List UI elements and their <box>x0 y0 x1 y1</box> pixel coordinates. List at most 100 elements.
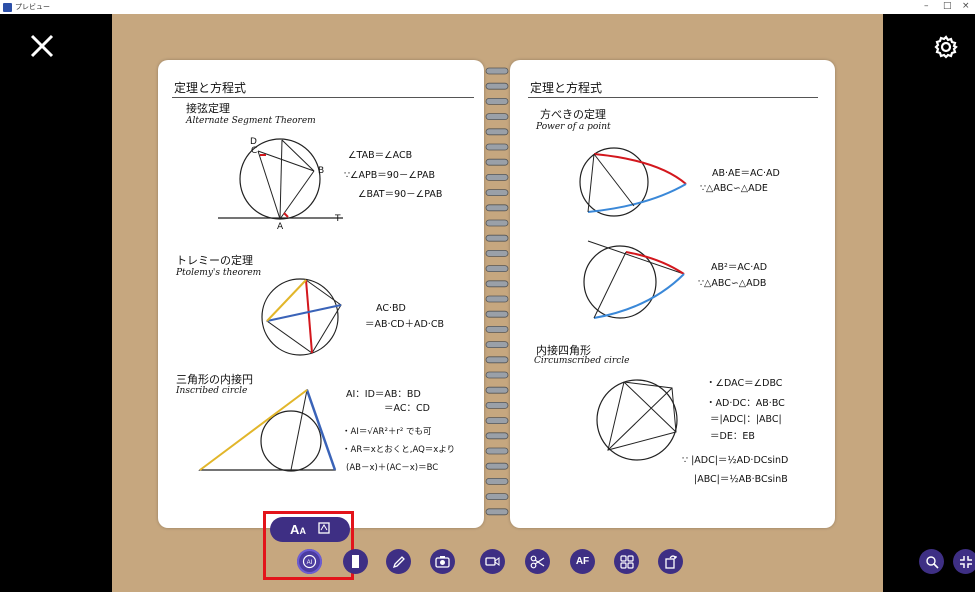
section-title: 三角形の内接円 <box>176 373 253 386</box>
spiral-ring <box>485 447 509 455</box>
spiral-ring <box>485 82 509 90</box>
ocr-tool-button[interactable]: AI <box>297 549 322 574</box>
maximize-button[interactable]: □ <box>943 1 952 11</box>
power-of-point-tangent-diagram <box>583 240 685 319</box>
window-close-button[interactable]: × <box>962 1 970 11</box>
equation: ∠BAT＝90－∠PAB <box>358 189 443 200</box>
equation: ＝AB·CD＋AD·CB <box>365 319 444 330</box>
window-titlebar: プレビュー – □ × <box>0 0 975 14</box>
pen-tool-button[interactable] <box>386 549 411 574</box>
spiral-ring <box>485 189 509 196</box>
section-title: トレミーの定理 <box>176 254 253 267</box>
spiral-ring <box>485 356 509 364</box>
equation: AB·AE＝AC·AD <box>712 168 780 179</box>
right-page-header: 定理と方程式 <box>530 81 603 95</box>
rotate-button[interactable] <box>658 549 683 574</box>
equation: ∵△ABC∽△ADB <box>698 278 767 289</box>
equation: ・AD·DC：AB·BC <box>706 398 785 409</box>
equation: ＝|ADC|：|ABC| <box>710 414 782 425</box>
collapse-icon <box>959 555 972 568</box>
text-image-toggle-button[interactable] <box>318 522 330 537</box>
layout-button[interactable] <box>614 549 639 574</box>
spiral-ring <box>485 371 509 379</box>
spiral-ring <box>485 143 509 151</box>
record-video-button[interactable] <box>480 549 505 574</box>
split-icon <box>352 555 359 568</box>
notebook-right-page <box>510 60 835 528</box>
window-title: プレビュー <box>15 3 50 11</box>
spiral-ring <box>485 128 509 136</box>
equation: ＝AC：CD <box>384 403 430 414</box>
spiral-ring <box>485 508 509 516</box>
spiral-ring <box>485 174 509 181</box>
spiral-ring <box>485 493 509 501</box>
spiral-ring <box>485 462 509 470</box>
equation: (AB－x)＋(AC－x)＝BC <box>346 463 439 473</box>
svg-text:AI: AI <box>307 560 313 566</box>
section-title: 内接四角形 <box>536 344 591 357</box>
equation: ・AR＝xとおくと,AQ＝xより <box>342 445 456 455</box>
split-view-button[interactable] <box>343 549 368 574</box>
equation: ・AI＝√AR²＋r² でも可 <box>342 427 432 437</box>
section-title: 方べきの定理 <box>540 108 606 121</box>
equation: AI：ID＝AB：BD <box>346 389 421 400</box>
spiral-ring <box>485 219 509 227</box>
spiral-binding <box>485 67 509 516</box>
zoom-button[interactable] <box>919 549 944 574</box>
close-icon <box>30 34 54 58</box>
spiral-ring <box>485 249 509 257</box>
inscribed-circle-diagram <box>198 389 337 472</box>
point-label: B <box>318 166 325 176</box>
autofocus-button[interactable]: AF <box>570 549 595 574</box>
crop-tool-button[interactable] <box>525 549 550 574</box>
rotate-icon <box>664 555 677 569</box>
spiral-ring <box>485 234 509 242</box>
close-preview-button[interactable] <box>28 32 58 62</box>
equation: AB²＝AC·AD <box>711 262 768 273</box>
text-image-icon <box>318 522 330 534</box>
equation: |ABC|＝½AB·BCsinB <box>694 474 788 485</box>
section-subtitle: Alternate Segment Theorem <box>186 116 316 126</box>
spiral-ring <box>485 477 509 485</box>
header-rule <box>172 97 474 98</box>
cyclic-quadrilateral-diagram <box>596 379 678 461</box>
spiral-ring <box>485 386 509 394</box>
gear-icon <box>934 35 958 59</box>
grid-icon <box>619 554 634 569</box>
text-mode-popup[interactable]: AA <box>270 517 350 542</box>
font-size-button[interactable]: AA <box>290 522 306 537</box>
highlight-box <box>263 511 354 580</box>
power-of-point-diagram <box>579 147 687 217</box>
left-panel <box>0 14 112 592</box>
spiral-ring <box>485 204 509 212</box>
equation: AC·BD <box>376 303 406 314</box>
section-title: 接弦定理 <box>186 102 230 115</box>
spiral-ring <box>485 295 509 303</box>
alternate-segment-diagram <box>218 138 343 220</box>
section-subtitle: Circumscribed circle <box>534 356 630 366</box>
equation: ・∠DAC＝∠DBC <box>706 378 783 389</box>
section-subtitle: Inscribed circle <box>176 386 248 396</box>
spiral-ring <box>485 113 509 120</box>
capture-photo-button[interactable] <box>430 549 455 574</box>
camera-icon <box>435 556 450 568</box>
section-subtitle: Power of a point <box>536 122 611 132</box>
spiral-ring <box>485 417 509 425</box>
spiral-ring <box>485 158 509 166</box>
ptolemy-diagram <box>261 278 342 356</box>
point-label: A <box>277 222 284 232</box>
scissors-icon <box>530 555 545 568</box>
equation: ＝DE：EB <box>710 431 755 442</box>
spiral-ring <box>485 325 509 333</box>
equation: ∵ |ADC|＝½AD·DCsinD <box>682 455 789 466</box>
equation: ∵∠APB＝90－∠PAB <box>344 170 436 181</box>
exit-fullscreen-button[interactable] <box>953 549 975 574</box>
settings-button[interactable] <box>933 34 959 60</box>
spiral-ring <box>485 265 509 273</box>
section-subtitle: Ptolemy's theorem <box>176 268 262 278</box>
minimize-button[interactable]: – <box>924 1 929 11</box>
ocr-icon: AI <box>302 554 317 569</box>
spiral-ring <box>485 280 509 288</box>
pen-icon <box>392 555 405 568</box>
spiral-ring <box>485 310 509 318</box>
